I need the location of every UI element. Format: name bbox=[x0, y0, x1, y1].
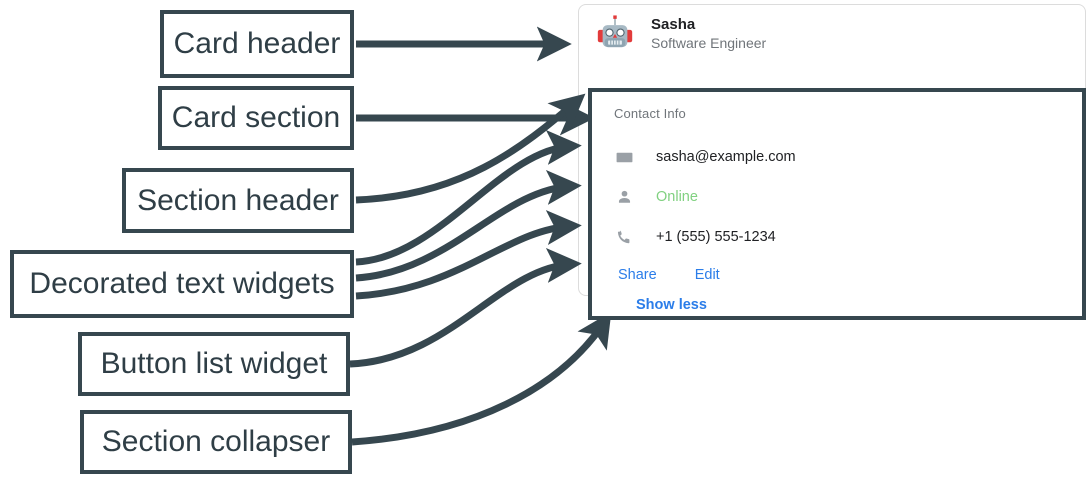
decorated-text-widget-email: sasha@example.com bbox=[614, 137, 1082, 177]
callout-decorated-text-widgets-label: Decorated text widgets bbox=[29, 267, 335, 300]
button-list-widget: Share Edit bbox=[612, 263, 1082, 287]
show-less-button[interactable]: Show less bbox=[630, 293, 713, 317]
callout-section-collapser-label: Section collapser bbox=[101, 425, 331, 458]
section-collapser: Show less bbox=[630, 293, 1082, 317]
callout-card-header: Card header bbox=[160, 10, 354, 78]
callout-decorated-text-widgets: Decorated text widgets bbox=[10, 250, 354, 318]
edit-button[interactable]: Edit bbox=[689, 263, 726, 287]
callout-card-header-label: Card header bbox=[173, 27, 341, 60]
decorated-text-widget-status: Online bbox=[614, 177, 1082, 217]
share-button[interactable]: Share bbox=[612, 263, 663, 287]
card-header-title: Sasha bbox=[651, 15, 696, 33]
person-icon bbox=[614, 187, 634, 207]
card-header-subtitle: Software Engineer bbox=[651, 35, 767, 52]
robot-avatar-icon bbox=[593, 12, 637, 56]
card-section-inner: Contact Info sasha@example.com Online bbox=[592, 92, 1082, 317]
section-header: Contact Info bbox=[614, 106, 686, 121]
callout-card-section-label: Card section bbox=[171, 101, 341, 134]
arrow-text-widget-phone bbox=[355, 210, 582, 300]
arrow-section-collapser bbox=[351, 311, 612, 446]
callout-button-list-widget: Button list widget bbox=[78, 332, 350, 396]
phone-icon bbox=[614, 227, 634, 247]
callout-section-header-label: Section header bbox=[137, 183, 339, 217]
phone-value: +1 (555) 555-1234 bbox=[656, 229, 776, 245]
status-value: Online bbox=[656, 189, 698, 205]
email-value: sasha@example.com bbox=[656, 149, 796, 165]
decorated-text-widget-phone: +1 (555) 555-1234 bbox=[614, 217, 1082, 257]
card-section: Contact Info sasha@example.com Online bbox=[588, 88, 1086, 320]
card-header-text: Sasha Software Engineer bbox=[651, 15, 767, 52]
callout-button-list-widget-label: Button list widget bbox=[100, 347, 328, 380]
arrow-button-list bbox=[349, 247, 582, 368]
arrow-section-header bbox=[355, 93, 586, 204]
card-header: Sasha Software Engineer bbox=[579, 5, 1085, 65]
callout-card-section: Card section bbox=[158, 86, 354, 150]
arrow-text-widget-email bbox=[355, 129, 582, 266]
callout-section-collapser: Section collapser bbox=[80, 410, 352, 474]
callout-section-header: Section header bbox=[122, 168, 354, 233]
arrow-text-widget-status bbox=[355, 169, 582, 282]
envelope-icon bbox=[614, 147, 634, 167]
